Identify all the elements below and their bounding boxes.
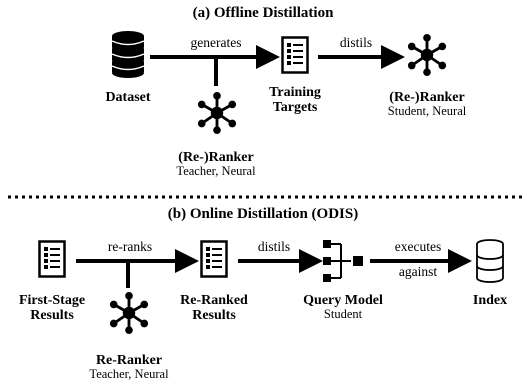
training-targets-icon xyxy=(281,36,309,74)
teacher-reranker-sub-online: Teacher, Neural xyxy=(89,367,169,382)
query-model-label: Query Model Student xyxy=(303,293,383,322)
edge-label-distils-online: distils xyxy=(257,239,291,254)
teacher-reranker-name-online: Re-Ranker xyxy=(95,353,163,368)
training-targets-label: Training Targets xyxy=(269,85,321,116)
student-ranker-sub: Student, Neural xyxy=(387,104,467,119)
reranked-line1: Re-Ranked xyxy=(180,293,248,308)
teacher-reranker-icon-online xyxy=(108,292,150,334)
first-stage-line2: Results xyxy=(30,308,74,324)
student-ranker-icon xyxy=(406,34,448,76)
reranked-results-icon xyxy=(200,240,228,278)
edge-label-reranks: re-ranks xyxy=(107,239,153,254)
teacher-ranker-sub-offline: Teacher, Neural xyxy=(176,164,256,179)
query-model-icon xyxy=(323,240,363,282)
query-model-sub: Student xyxy=(323,307,363,322)
index-icon xyxy=(476,239,504,283)
edge-label-executes: executes xyxy=(394,239,442,254)
reranked-line2: Results xyxy=(192,308,236,324)
training-targets-line2: Targets xyxy=(272,100,318,116)
edge-label-distils-offline: distils xyxy=(339,35,373,50)
index-label: Index xyxy=(472,293,508,308)
student-ranker-name: (Re-)Ranker xyxy=(389,90,465,105)
dataset-label: Dataset xyxy=(105,90,151,105)
offline-title: (a) Offline Distillation xyxy=(192,5,334,21)
student-ranker-label: (Re-)Ranker Student, Neural xyxy=(388,90,466,119)
reranked-results-label: Re-Ranked Results xyxy=(180,293,248,324)
teacher-ranker-name-offline: (Re-)Ranker xyxy=(178,150,254,165)
online-title: (b) Online Distillation (ODIS) xyxy=(167,206,359,222)
first-stage-line1: First-Stage xyxy=(18,293,86,308)
teacher-ranker-label-offline: (Re-)Ranker Teacher, Neural xyxy=(176,150,255,179)
edge-label-generates: generates xyxy=(190,35,242,50)
first-stage-results-label: First-Stage Results xyxy=(19,293,85,324)
dataset-icon xyxy=(111,31,145,78)
teacher-reranker-label-online: Re-Ranker Teacher, Neural xyxy=(89,353,168,382)
query-model-name: Query Model xyxy=(303,293,383,308)
teacher-ranker-icon-offline xyxy=(196,92,238,134)
first-stage-results-icon xyxy=(38,240,66,278)
training-targets-line1: Training xyxy=(269,85,321,100)
edge-label-against: against xyxy=(398,264,438,279)
